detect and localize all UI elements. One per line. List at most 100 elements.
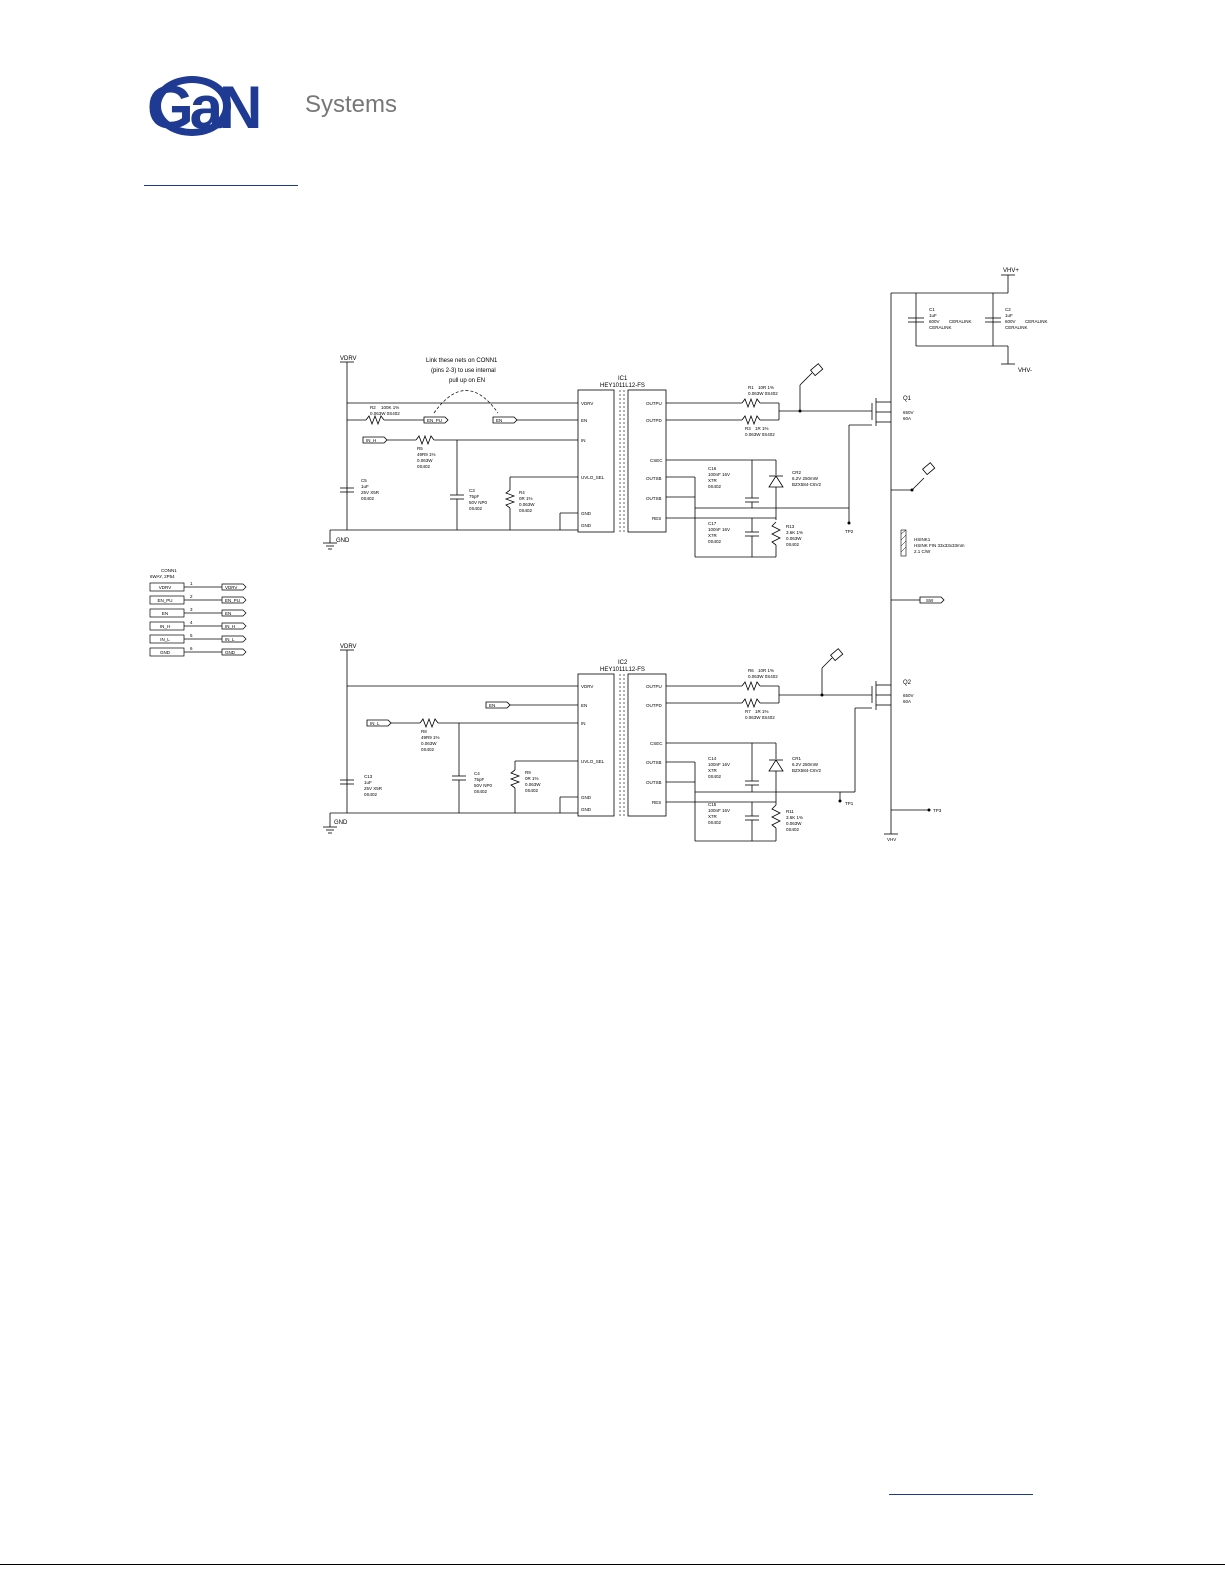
vdrv-label-bottom: VDRV <box>340 644 357 650</box>
lower-driver: VDRV EN IN_L R8 49R9 1% 0.063W 0S402 C4 … <box>323 644 942 842</box>
svg-text:OUTSB: OUTSB <box>646 760 662 765</box>
svg-text:0.063W 0S402: 0.063W 0S402 <box>745 432 775 437</box>
vhv-pos-label: VHV+ <box>1003 268 1019 274</box>
gnd-label-bottom: GND <box>334 820 348 826</box>
c4-ref: C4 <box>474 771 480 776</box>
svg-text:CERALINK: CERALINK <box>929 325 952 330</box>
conn1-pin-number: 6 <box>190 646 193 651</box>
svg-text:EN: EN <box>581 418 587 423</box>
conn1-pin-label: VDRV <box>159 585 171 590</box>
svg-text:0S402: 0S402 <box>786 827 800 832</box>
conn1-pin-label: EN_PU <box>157 598 172 603</box>
svg-text:0S402: 0S402 <box>708 539 722 544</box>
svg-text:650V: 650V <box>903 410 914 415</box>
conn1-pin-label: GND <box>160 650 171 655</box>
svg-text:0S402: 0S402 <box>361 496 375 501</box>
svg-text:25V X5R: 25V X5R <box>364 786 383 791</box>
svg-text:GND: GND <box>581 807 592 812</box>
svg-text:0.063W: 0.063W <box>421 741 437 746</box>
note-line2: (pins 2-3) to use internal <box>431 368 496 374</box>
c16-ref: C16 <box>708 466 717 471</box>
svg-text:0.063W 0S402: 0.063W 0S402 <box>748 674 778 679</box>
svg-text:X7R: X7R <box>708 478 718 483</box>
c2-ref: C2 <box>1005 307 1011 312</box>
conn1: CONN1 6WAY, 2P54 VDRV1VDRVEN_PU2EN_PUEN3… <box>149 568 247 657</box>
svg-text:100nF 16V: 100nF 16V <box>708 527 730 532</box>
svg-text:OUTPD: OUTPD <box>646 418 663 423</box>
svg-text:EN: EN <box>581 703 587 708</box>
conn1-net-flag: IN_H <box>225 624 235 629</box>
svg-text:0.063W 0S402: 0.063W 0S402 <box>370 411 400 416</box>
ic1-ref: IC1 <box>618 376 628 382</box>
conn1-pin-number: 3 <box>190 607 193 612</box>
vhv-rail: VHV+ VHV- C1 1uF 600V CERALINK CERALINK … <box>890 268 1048 834</box>
footer-link[interactable] <box>889 1494 1033 1495</box>
en-flag-top: EN <box>496 418 502 423</box>
svg-text:0.063W 0S402: 0.063W 0S402 <box>745 715 775 720</box>
svg-text:GND: GND <box>581 795 592 800</box>
svg-text:1uF: 1uF <box>364 780 372 785</box>
svg-text:UVLO_SEL: UVLO_SEL <box>581 759 605 764</box>
svg-text:0S402: 0S402 <box>786 542 800 547</box>
svg-text:OUTSB: OUTSB <box>646 496 662 501</box>
svg-text:X7R: X7R <box>708 768 718 773</box>
gan-systems-logo: GaN Systems <box>148 74 397 140</box>
svg-text:CSEC: CSEC <box>650 741 663 746</box>
svg-text:VDRV: VDRV <box>581 684 593 689</box>
conn1-pin-label: IN_H <box>160 624 170 629</box>
svg-text:100K 1%: 100K 1% <box>381 405 399 410</box>
bottom-rule <box>0 1564 1225 1565</box>
svg-text:0S402: 0S402 <box>417 464 431 469</box>
svg-text:1uF: 1uF <box>361 484 369 489</box>
header-rule <box>144 185 298 186</box>
conn1-pin-number: 5 <box>190 633 193 638</box>
conn1-net-flag: VDRV <box>225 585 237 590</box>
svg-text:IN: IN <box>581 438 586 443</box>
svg-text:6.2V 250mW: 6.2V 250mW <box>792 476 819 481</box>
svg-text:6.2V 250mW: 6.2V 250mW <box>792 762 819 767</box>
svg-text:RES: RES <box>652 800 661 805</box>
svg-text:600V: 600V <box>929 319 940 324</box>
svg-text:0.063W: 0.063W <box>786 821 802 826</box>
svg-text:BZX584-C6V2: BZX584-C6V2 <box>792 768 822 773</box>
conn1-pin-label: IN_L <box>160 637 170 642</box>
heatsink: HSINK1 HSINK FIN 33x33x33mm 2.1 C/W SW <box>891 529 965 604</box>
in-l-flag: IN_L <box>370 721 380 726</box>
gnd-label-top: GND <box>336 538 350 544</box>
r8-ref: R8 <box>421 729 427 734</box>
tp1-label: TP1 <box>845 801 854 806</box>
svg-text:OUTSB: OUTSB <box>646 476 662 481</box>
conn1-net-flag: GND <box>225 650 236 655</box>
conn1-pin-number: 1 <box>190 581 193 586</box>
q1-ref: Q1 <box>903 396 912 402</box>
logo-mark: GaN <box>148 74 259 140</box>
svg-text:25V X5R: 25V X5R <box>361 490 380 495</box>
svg-text:0S402: 0S402 <box>525 788 539 793</box>
r9-ref: R9 <box>525 770 531 775</box>
svg-text:100nF 16V: 100nF 16V <box>708 808 730 813</box>
svg-text:0R 1%: 0R 1% <box>519 496 533 501</box>
svg-text:1uF: 1uF <box>1005 313 1013 318</box>
vhv-label: VHV <box>887 837 896 842</box>
tp2-label: TP2 <box>845 529 854 534</box>
c17-ref: C17 <box>708 521 717 526</box>
svg-text:0S402: 0S402 <box>421 747 435 752</box>
svg-text:CERALINK: CERALINK <box>949 319 972 324</box>
svg-text:0R 1%: 0R 1% <box>525 776 539 781</box>
svg-text:3.6K 1%: 3.6K 1% <box>786 815 803 820</box>
svg-text:0.063W 0S402: 0.063W 0S402 <box>748 391 778 396</box>
svg-text:OUTPU: OUTPU <box>646 401 662 406</box>
svg-text:GND: GND <box>581 523 592 528</box>
sw-flag: SW <box>926 598 934 603</box>
svg-text:600V: 600V <box>1005 319 1016 324</box>
svg-text:49R9 1%: 49R9 1% <box>421 735 440 740</box>
svg-text:VDRV: VDRV <box>581 401 593 406</box>
note-line1: Link these nets on CONN1 <box>426 358 498 364</box>
r3-ref: R3 <box>745 426 751 431</box>
q2-ref: Q2 <box>903 680 912 686</box>
en-pu-flag: EN_PU <box>427 418 442 423</box>
